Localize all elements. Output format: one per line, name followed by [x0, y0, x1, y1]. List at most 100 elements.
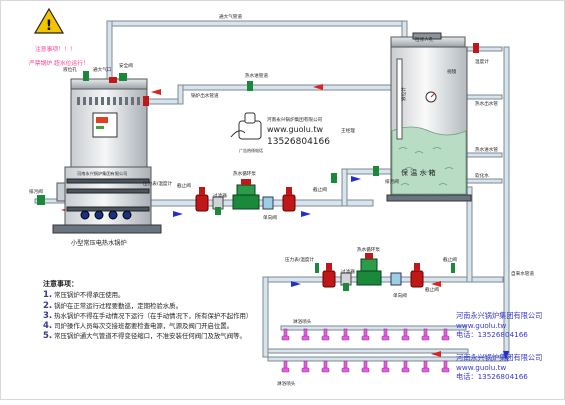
- warning-triangle-icon: [33, 7, 65, 34]
- pipe-return-riser: [341, 168, 348, 207]
- label-pump1: 热水循环泵: [233, 170, 256, 177]
- pressure-gauge-icon: [451, 263, 455, 273]
- label-hot-in-pipe: 热水进管道: [245, 72, 268, 79]
- watermark-company: 河南永兴锅炉集团有限公司: [456, 353, 543, 362]
- notes-title: 注意事项：: [43, 280, 78, 288]
- check-valve: [390, 272, 402, 286]
- label-softened: 软化水: [475, 172, 489, 179]
- notes-item-number: 2.: [43, 300, 53, 311]
- pipe-shower-loop-mid: [267, 348, 469, 354]
- shower-head-icon: [401, 328, 410, 341]
- shower-head-icon: [301, 360, 310, 373]
- warning-line2: 严禁锅炉 超水位运行！: [29, 59, 89, 67]
- warning-sign: ! 注意事项！！！ 严禁锅炉 超水位运行！: [29, 7, 89, 67]
- pump-row-boiler: [195, 179, 296, 215]
- brand-block: 河南永兴锅炉集团有限公司 www.guolu.tw 13526804166 王经…: [230, 112, 355, 153]
- brand-website: www.guolu.tw: [267, 125, 323, 134]
- boiler-display: [96, 117, 108, 123]
- fitting-icon: [373, 166, 379, 176]
- notes-item-number: 5.: [43, 331, 53, 342]
- boiler-nameplate: 河南永兴锅炉集团有限公司: [77, 170, 127, 177]
- boiler-control-panel: [92, 112, 118, 138]
- pipe-shower-loop-left: [262, 276, 269, 358]
- flow-arrow-blue: [351, 176, 361, 182]
- shower-head-icon: [361, 360, 370, 373]
- shower-head-icon: [441, 328, 450, 341]
- label-hot-out-tank: 热水出水管: [475, 100, 498, 107]
- check-valve: [262, 196, 274, 210]
- pipe-tank-right-top: [465, 46, 503, 52]
- stop-valve: [322, 263, 336, 288]
- boiler-heating-elements: [80, 210, 132, 220]
- label-tap-water: 自来水管道: [511, 270, 534, 277]
- label-stop4: 截止阀: [425, 286, 439, 293]
- pipe-fittings: [37, 43, 479, 205]
- shower-head-icon: [321, 328, 330, 341]
- stop-valve: [282, 187, 296, 212]
- pipe-hot-out-upper: [182, 84, 392, 91]
- shower-head-icon: [281, 360, 290, 373]
- pipe-vent-horizontal: [111, 20, 403, 27]
- insulated-tank: 保 温 水 箱 检修人孔 液位计 视镜: [386, 32, 472, 202]
- pipe-shower-loop-bottom: [267, 356, 509, 362]
- notes-item: 5.常压锅炉通大气管道不得变径缩口，不准安装任何阀门及放气阀等。: [43, 331, 293, 341]
- notes-item: 1.常压锅炉不得承压使用。: [43, 290, 293, 300]
- flow-arrow-red: [431, 351, 441, 357]
- label-stop1: 截止阀: [177, 182, 191, 189]
- pressure-gauge-icon: [315, 263, 319, 273]
- svg-text:!: !: [46, 18, 52, 34]
- shower-head-icon: [281, 328, 290, 341]
- shower-head-icon: [421, 328, 430, 341]
- notes-item-text: 锅炉在正常运行过程要勤巡，定期检验水质。: [54, 301, 182, 310]
- tank-sight-label: 视镜: [447, 68, 457, 75]
- stop-valve: [195, 187, 209, 212]
- pipe-tank-right-mid: [465, 94, 503, 100]
- boiler-base: [52, 224, 162, 234]
- boiler-heater-rings: [66, 178, 150, 212]
- flow-arrow-blue: [301, 211, 311, 217]
- shower-head-icon: [301, 328, 310, 341]
- pipe-tank-to-shower: [466, 186, 473, 283]
- label-shower-bottom: 淋浴喷头: [277, 380, 296, 387]
- label-filter2: 过滤器: [341, 268, 355, 275]
- boiler-side-pipe: [56, 182, 66, 202]
- pipe-return-to-tank: [346, 168, 392, 175]
- component-labels: 通大气管道 通大气口 液位孔 安全阀 锅炉出水管道 热水进管道 温度计 热水出水…: [29, 13, 534, 387]
- flow-arrow-red: [313, 84, 323, 90]
- shower-head-icon: [441, 360, 450, 373]
- label-vent-pipe: 通大气管道: [219, 13, 242, 20]
- boiler-indicator: [96, 126, 104, 129]
- boiler-safety-valve: [109, 77, 117, 83]
- tank-level-gauge: [396, 58, 403, 140]
- pipe-tank-right-bottom: [465, 178, 503, 184]
- pipe-tank-right-low: [465, 152, 503, 158]
- label-check2: 单向阀: [393, 292, 407, 299]
- brand-call-label: 广告热线电话: [239, 147, 263, 153]
- flow-arrow-blue: [291, 281, 301, 287]
- circulation-pump-icon: [356, 253, 382, 286]
- watermark-bottom: 河南永兴锅炉集团有限公司 www.guolu.tw 电话：13526804166: [456, 353, 542, 382]
- brand-contact: 王经理: [341, 127, 355, 134]
- pipe-vent-right-vertical: [401, 20, 408, 40]
- label-hot-out-mid: 锅炉出水管道: [191, 92, 219, 99]
- label-thermo: 温度计: [475, 58, 489, 65]
- notes-item: 4.司炉操作人员每次交接班都要检查电源，气源及阀门开启位置。: [43, 321, 293, 331]
- tank-inspection-label: 检修人孔: [415, 36, 434, 43]
- label-pressure2: 压力表/温度计: [285, 256, 315, 263]
- shower-head-icon: [421, 360, 430, 373]
- label-filter1: 过滤器: [213, 192, 227, 199]
- shower-head-icon: [381, 328, 390, 341]
- pipe-hot-out-riser: [177, 84, 184, 105]
- label-stop2: 截止阀: [313, 186, 327, 193]
- tank-name-label: 保 温 水 箱: [401, 168, 436, 177]
- fitting-icon: [247, 81, 253, 91]
- brand-company: 河南永兴锅炉集团有限公司: [267, 116, 323, 123]
- tank-level-label: 液位计: [400, 87, 407, 101]
- boiler-vent-fitting: [119, 73, 127, 81]
- tank-base: [386, 194, 472, 202]
- label-stop3: 截止阀: [443, 256, 457, 263]
- boiler-vent-grille: [77, 97, 140, 105]
- label-pressure1: 压力表/温度计: [143, 180, 173, 187]
- warning-line1: 注意事项！！！: [35, 45, 76, 53]
